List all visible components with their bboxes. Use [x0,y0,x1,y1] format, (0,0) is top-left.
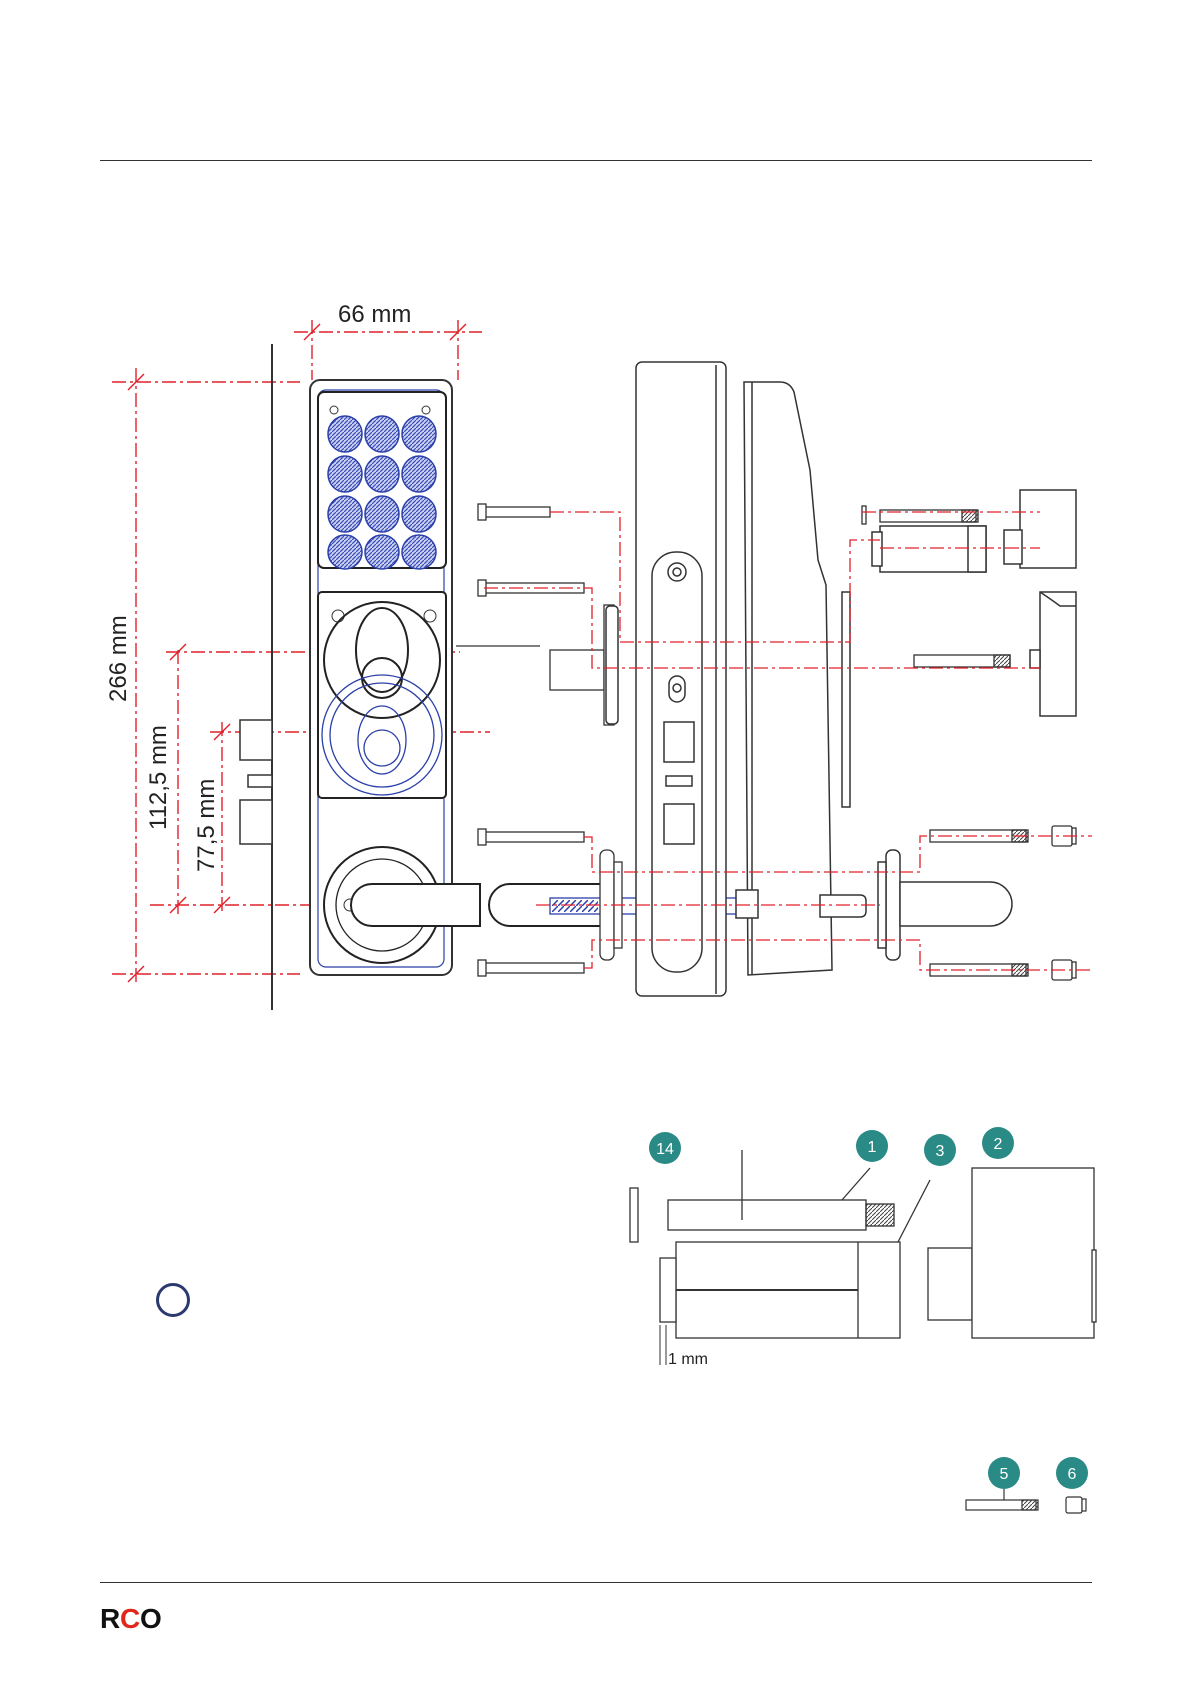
width-dimension-label: 66 mm [338,301,411,328]
cylinder-parts [872,490,1076,716]
gap-dimension-label: 1 mm [668,1351,708,1368]
callout-3: 3 [924,1134,956,1166]
front-keypad-plate [310,380,480,975]
svg-text:1: 1 [868,1139,877,1156]
callout-5: 5 [988,1457,1020,1489]
callout-6: 6 [1056,1457,1088,1489]
info-icon [156,1283,190,1317]
spindle [456,605,614,725]
small-screw-and-nut [966,1489,1086,1513]
keypad-keys [328,416,436,569]
door-edge [240,344,272,1010]
svg-text:R: R [100,1603,120,1634]
svg-text:6: 6 [1068,1466,1077,1483]
svg-text:5: 5 [1000,1466,1009,1483]
height-dimension-label: 266 mm [105,615,132,702]
svg-text:O: O [140,1603,162,1634]
footer-rule [100,1582,1092,1583]
handle-to-cylinder-dimension-label: 112,5 mm [145,725,172,830]
back-cover [736,382,866,975]
svg-text:2: 2 [994,1136,1003,1153]
detail-view [630,1150,1096,1365]
callout-1: 1 [856,1130,888,1162]
svg-text:C: C [120,1603,140,1634]
svg-text:14: 14 [656,1141,674,1158]
lock-case [636,362,726,996]
svg-text:3: 3 [936,1143,945,1160]
handle-to-lower-dimension-label: 77,5 mm [193,779,220,872]
callout-2: 2 [982,1127,1014,1159]
callout-14: 14 [649,1132,681,1164]
rco-logo: R C O [100,1600,170,1636]
